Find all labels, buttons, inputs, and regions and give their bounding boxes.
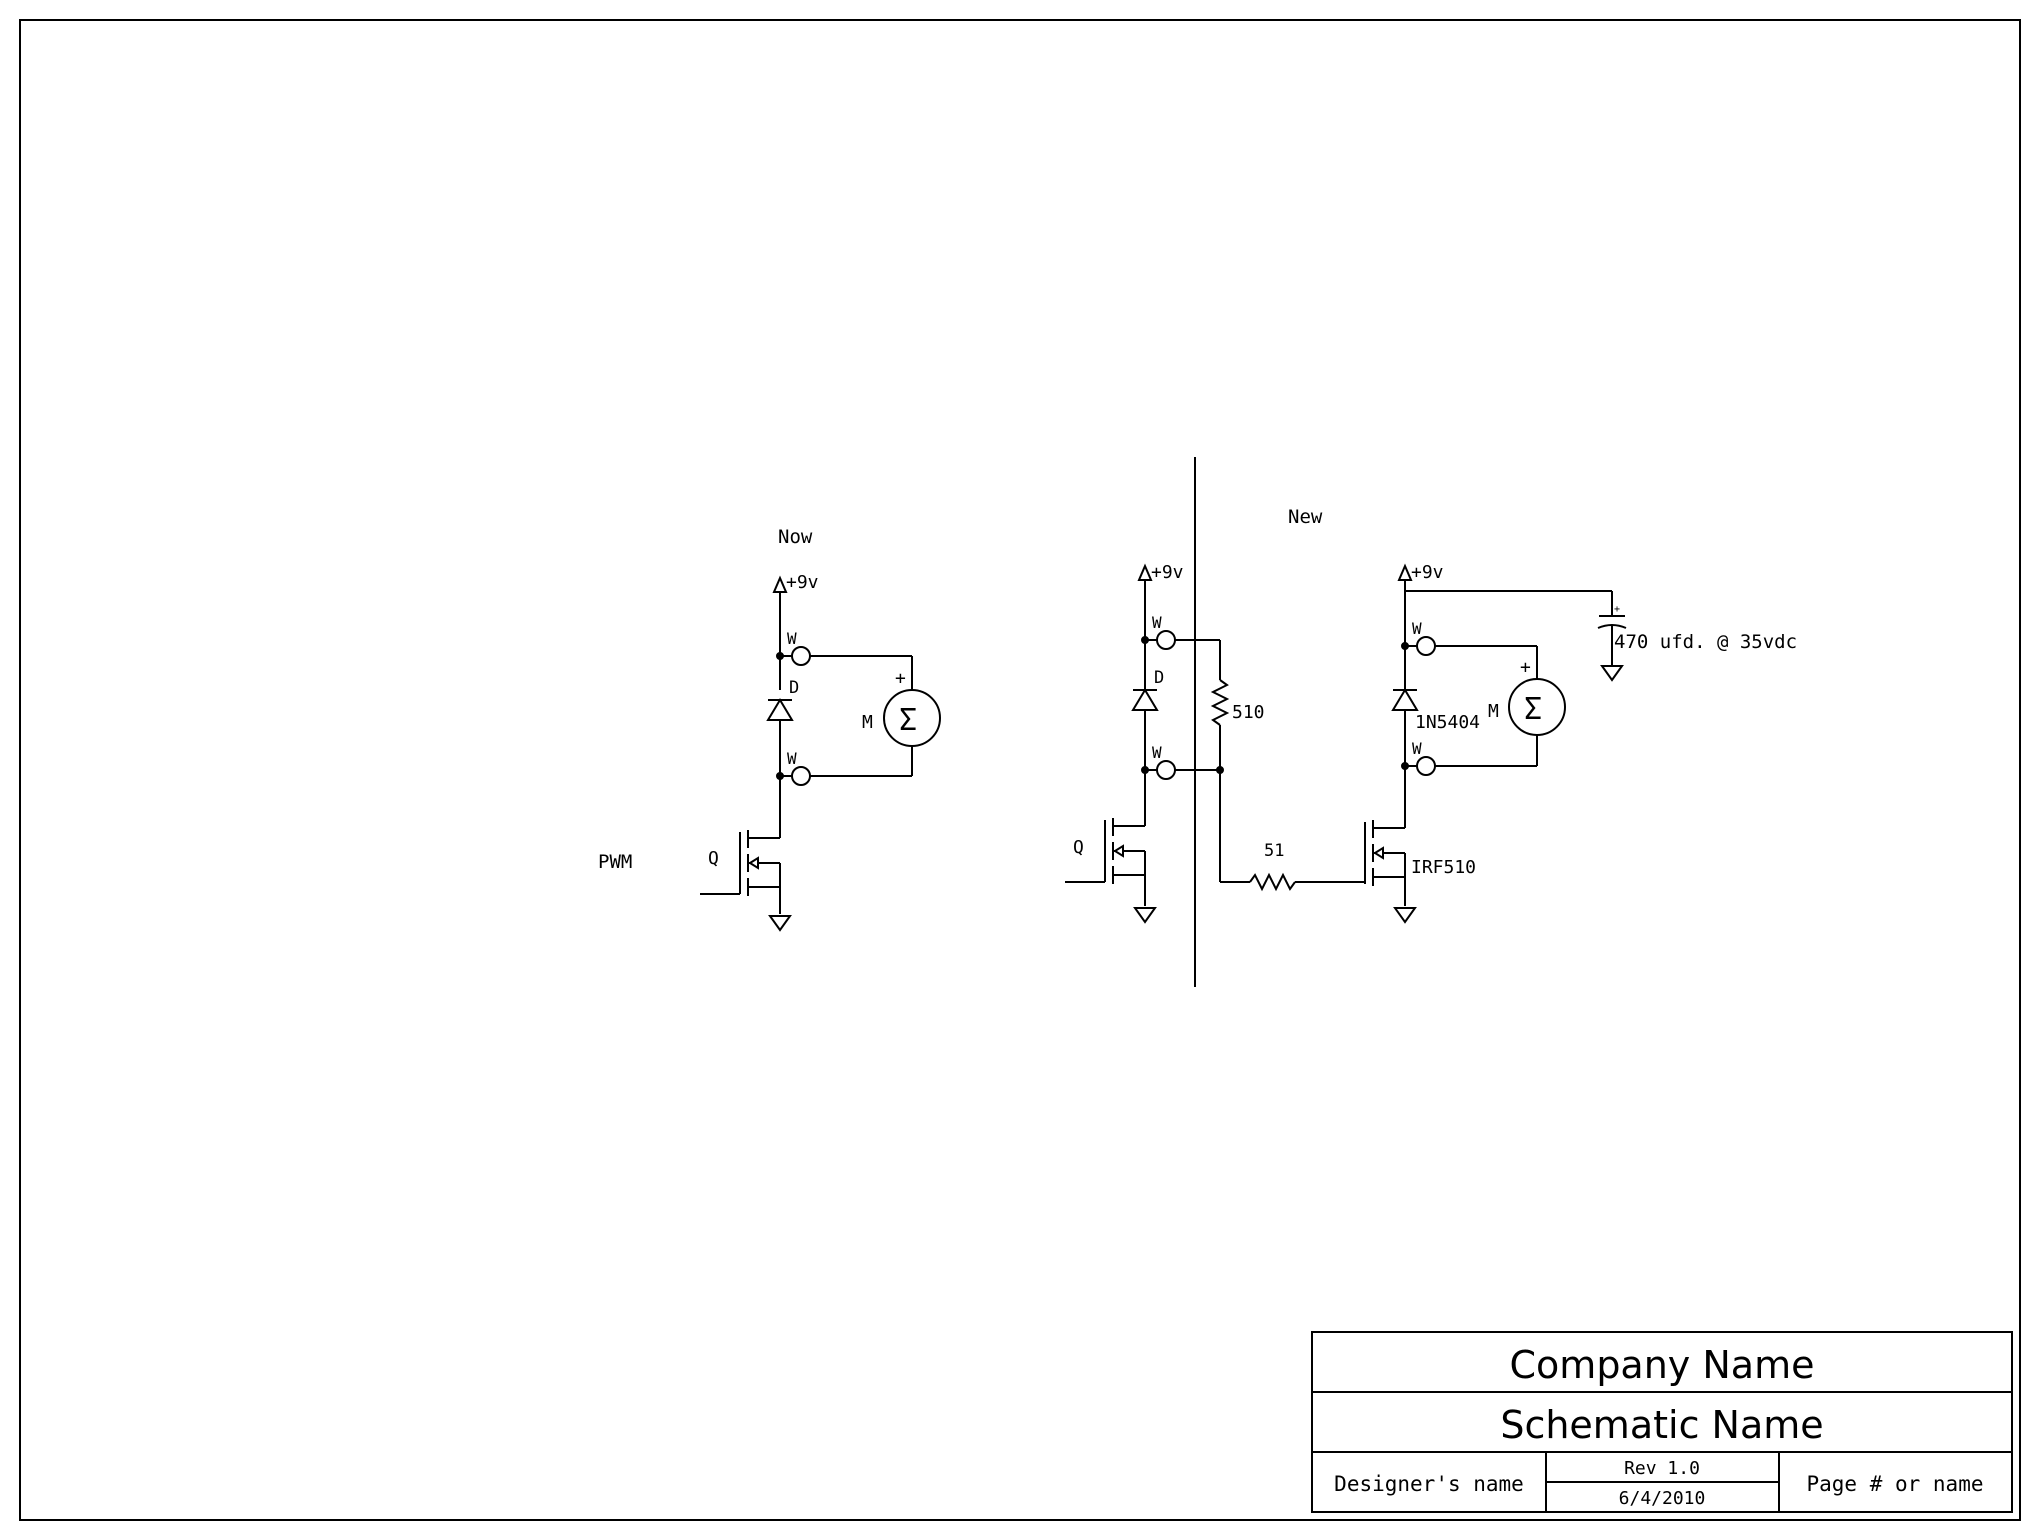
company-name: Company Name xyxy=(1510,1343,1815,1387)
label-pwm: PWM xyxy=(598,851,632,873)
wire-terminal-bottom-mid xyxy=(1156,760,1176,780)
circuit-now xyxy=(700,575,941,932)
ground-left xyxy=(768,915,792,932)
supply-label-right: +9v xyxy=(1411,562,1444,583)
diode-label-left: D xyxy=(789,678,799,698)
resistor-51 xyxy=(1249,872,1296,892)
motor-plus-right: + xyxy=(1520,657,1531,678)
sheet-border xyxy=(19,19,2021,1521)
designer-name: Designer's name xyxy=(1334,1472,1524,1496)
title-block xyxy=(1311,1331,2013,1513)
ground-cap xyxy=(1600,665,1624,682)
label-now: Now xyxy=(778,526,813,548)
capacitor-label: 470 ufd. @ 35vdc xyxy=(1614,631,1797,653)
diode-label-mid: D xyxy=(1154,668,1164,688)
wire-terminal-top-mid xyxy=(1156,630,1176,650)
mosfet-label-right: IRF510 xyxy=(1411,857,1476,878)
wire-label-bottom-left: W xyxy=(787,749,797,768)
capacitor-plus: + xyxy=(1614,604,1620,615)
resistor-label-510: 510 xyxy=(1232,702,1265,723)
resistor-510 xyxy=(1210,679,1230,726)
wire-label-top-left: W xyxy=(787,629,797,648)
schematic-name: Schematic Name xyxy=(1500,1403,1823,1447)
motor-label-right: M xyxy=(1488,701,1499,722)
wire-terminal-top-left xyxy=(791,646,811,666)
revision: Rev 1.0 xyxy=(1624,1458,1700,1479)
date: 6/4/2010 xyxy=(1619,1488,1706,1509)
supply-label-left: +9v xyxy=(786,572,819,593)
circuit-new-driver xyxy=(1065,563,1360,924)
circuit-new-motor xyxy=(1360,563,1627,924)
motor-label-left: M xyxy=(862,712,873,733)
supply-arrow-right xyxy=(1397,563,1413,581)
transistor-label-left: Q xyxy=(708,848,719,869)
wire-label-top-right: W xyxy=(1412,619,1422,638)
ground-right xyxy=(1393,907,1417,924)
supply-label-mid: +9v xyxy=(1151,562,1184,583)
diode-mid xyxy=(1131,688,1159,711)
diode-left xyxy=(766,698,794,721)
wire-terminal-bottom-right xyxy=(1416,756,1436,776)
supply-arrow-mid xyxy=(1137,563,1153,581)
wire-label-bottom-right: W xyxy=(1412,739,1422,758)
wire-label-bottom-mid: W xyxy=(1152,743,1162,762)
supply-arrow-left xyxy=(772,575,788,593)
motor-plus-left: + xyxy=(895,668,906,689)
motor-sigma-right: Σ xyxy=(1524,692,1542,727)
diode-right xyxy=(1391,688,1419,711)
wire-label-top-mid: W xyxy=(1152,613,1162,632)
page-name: Page # or name xyxy=(1806,1472,1983,1496)
ground-mid xyxy=(1133,907,1157,924)
transistor-label-mid: Q xyxy=(1073,837,1084,858)
motor-sigma-left: Σ xyxy=(899,703,917,738)
label-new: New xyxy=(1288,506,1323,528)
wire-terminal-top-right xyxy=(1416,636,1436,656)
wire-terminal-bottom-left xyxy=(791,766,811,786)
resistor-label-51: 51 xyxy=(1264,841,1284,861)
diode-label-right: 1N5404 xyxy=(1415,712,1480,733)
